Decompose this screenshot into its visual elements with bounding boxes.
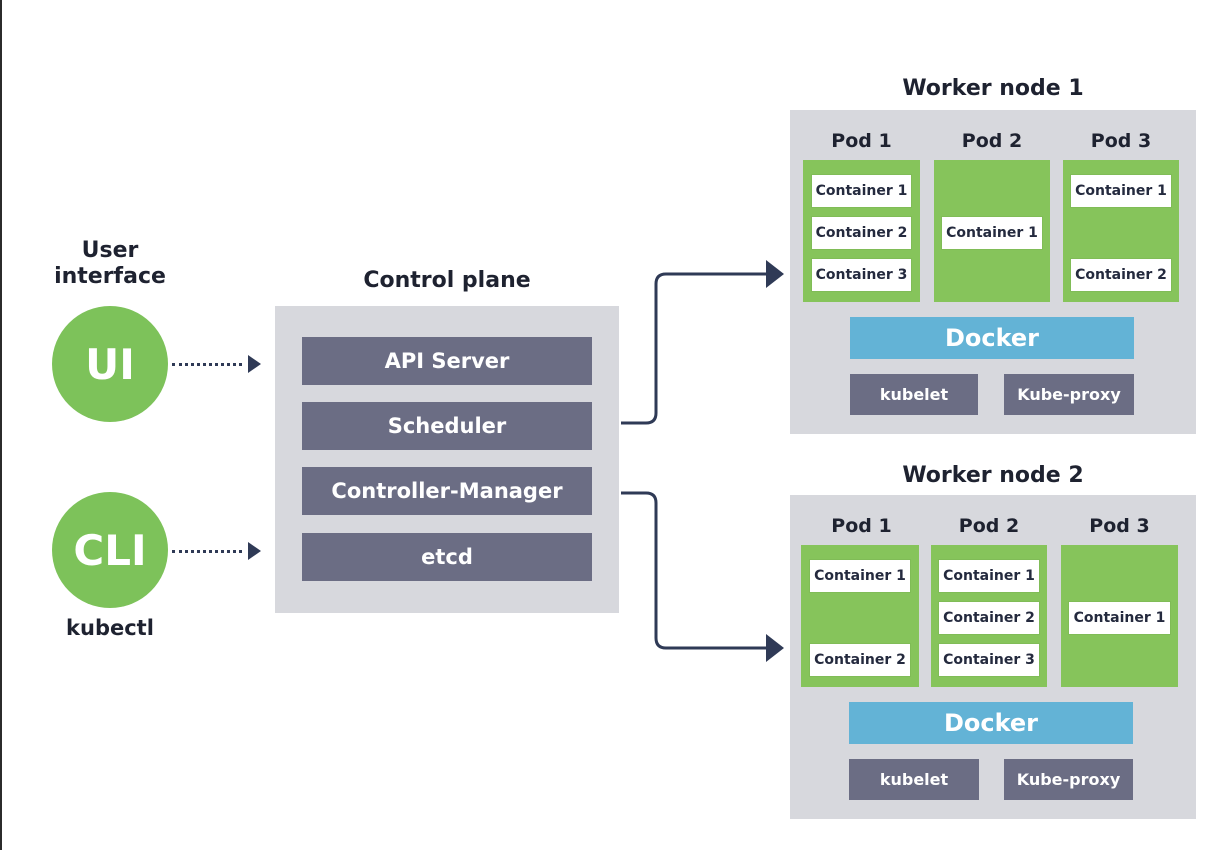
worker-node-1-pod-1[interactable]: Container 1 Container 2 Container 3 [803,160,920,302]
control-plane-title: Control plane [363,268,531,293]
left-edge-rule [0,0,2,850]
etcd-component[interactable]: etcd [302,533,592,581]
worker-node-1-pod-2-label: Pod 2 [961,130,1023,152]
worker-node-1-title: Worker node 1 [902,76,1084,101]
user-interface-title-line1: User [81,238,139,263]
ui-dotted-connector [172,363,242,366]
worker-node-2-pod-3-container-1[interactable]: Container 1 [1069,602,1170,634]
worker-node-2-pod-2-container-3[interactable]: Container 3 [939,644,1039,676]
scheduler-label: Scheduler [387,414,507,438]
worker-node-2-pod-3-label: Pod 3 [1089,515,1150,537]
worker-node-2-pod-1[interactable]: Container 1 Container 2 [801,545,919,687]
worker-node-1-panel: Pod 1 Pod 2 Pod 3 Container 1 Container … [790,110,1196,434]
worker-node-2-pod-1-container-2[interactable]: Container 2 [810,644,910,676]
cli-node[interactable]: CLI [52,492,168,608]
ui-arrowhead-icon [248,355,261,373]
cli-node-label: CLI [73,525,147,575]
control-plane-panel: API Server Scheduler Controller-Manager … [275,306,619,613]
worker-node-1-arrowhead-icon [766,260,784,288]
worker-node-1-connector [621,272,766,425]
worker-node-2-pod-1-container-1[interactable]: Container 1 [810,560,910,592]
worker-node-2-connector [621,491,766,650]
worker-node-1-pod-3-label: Pod 3 [1090,130,1152,152]
worker-node-2-pod-2[interactable]: Container 1 Container 2 Container 3 [931,545,1047,687]
worker-node-2-kubelet[interactable]: kubelet [849,759,979,800]
user-interface-title-line2: interface [54,264,166,289]
worker-node-1-pod-3[interactable]: Container 1 Container 2 [1063,160,1179,302]
worker-node-2-pod-3[interactable]: Container 1 [1061,545,1178,687]
worker-node-1-pod-1-container-1[interactable]: Container 1 [812,175,911,207]
worker-node-1-pod-1-label: Pod 1 [831,130,892,152]
worker-node-1-pod-1-container-2[interactable]: Container 2 [812,217,911,249]
controller-manager-label: Controller-Manager [331,479,563,503]
worker-node-1-pod-2-container-1[interactable]: Container 1 [942,217,1042,249]
user-interface-title: User interface [52,238,168,290]
cli-caption: kubectl [66,616,154,640]
worker-node-1-kube-proxy[interactable]: Kube-proxy [1004,374,1134,415]
worker-node-2-pod-2-container-2[interactable]: Container 2 [939,602,1039,634]
cli-arrowhead-icon [248,542,261,560]
worker-node-2-pod-2-label: Pod 2 [958,515,1020,537]
worker-node-2-pod-2-container-1[interactable]: Container 1 [939,560,1039,592]
worker-node-2-panel: Pod 1 Pod 2 Pod 3 Container 1 Container … [790,495,1196,819]
worker-node-2-title: Worker node 2 [902,463,1084,488]
worker-node-2-kube-proxy[interactable]: Kube-proxy [1004,759,1133,800]
worker-node-1-pod-1-container-3[interactable]: Container 3 [812,259,911,291]
api-server-label: API Server [384,349,510,373]
worker-node-2-pod-1-label: Pod 1 [831,515,892,537]
etcd-label: etcd [421,545,473,569]
worker-node-1-kubelet[interactable]: kubelet [850,374,978,415]
worker-node-1-pod-3-container-1[interactable]: Container 1 [1071,175,1171,207]
worker-node-1-pod-2[interactable]: Container 1 [934,160,1050,302]
api-server-component[interactable]: API Server [302,337,592,385]
ui-node-label: UI [85,339,135,389]
cli-dotted-connector [172,550,242,553]
controller-manager-component[interactable]: Controller-Manager [302,467,592,515]
worker-node-2-arrowhead-icon [766,634,784,662]
worker-node-1-docker[interactable]: Docker [850,317,1134,359]
scheduler-component[interactable]: Scheduler [302,402,592,450]
ui-node[interactable]: UI [52,306,168,422]
worker-node-2-docker[interactable]: Docker [849,702,1133,744]
worker-node-1-pod-3-container-2[interactable]: Container 2 [1071,259,1171,291]
